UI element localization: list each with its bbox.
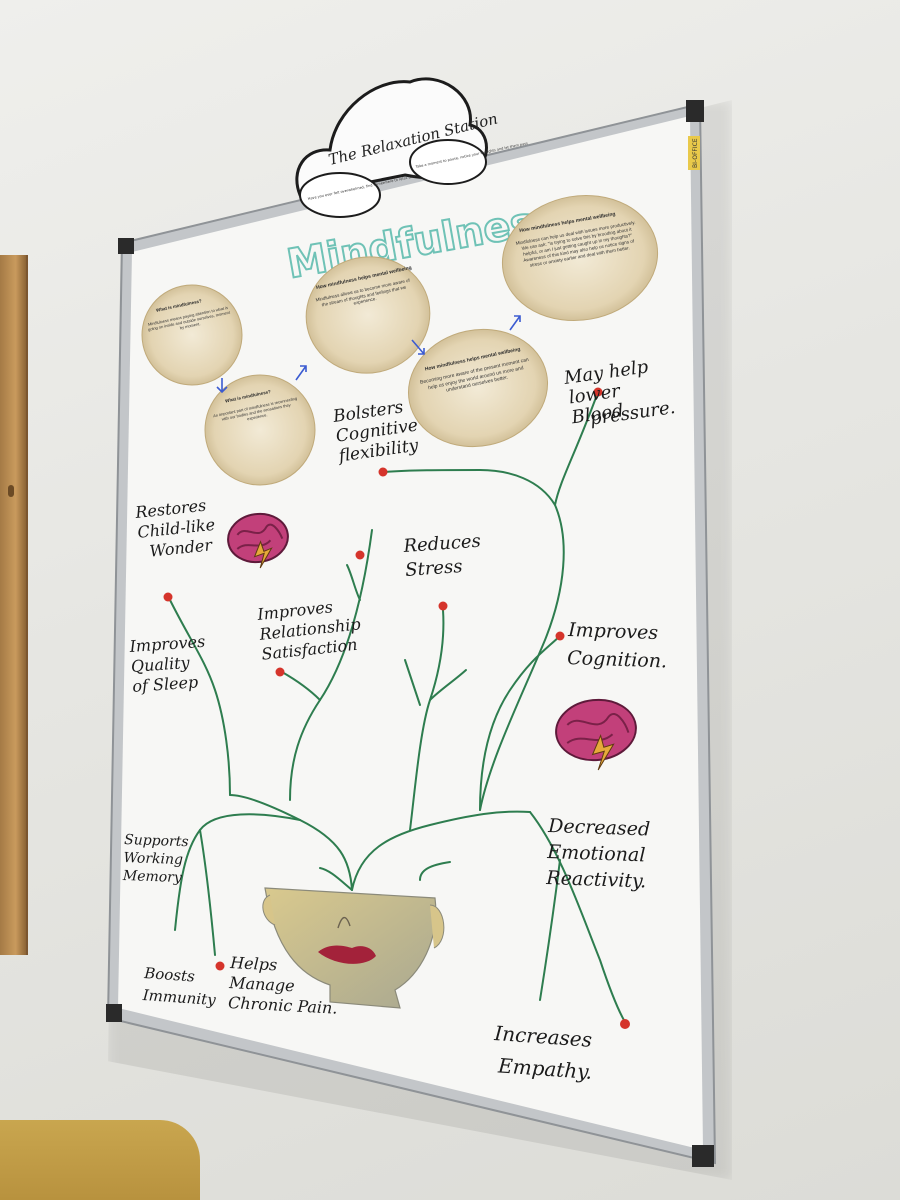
info-bubble-2: What is mindfulness? An important part o… — [204, 374, 316, 486]
svg-text:BolstersCognitiveflexibility: BolstersCognitiveflexibility — [330, 396, 422, 467]
label-working-memory: SupportsWorkingMemory — [122, 832, 189, 886]
label-chronic-pain: HelpsManageChronic Pain. — [227, 953, 340, 1018]
emotional-line-1: Decreased — [547, 815, 651, 841]
info-bubble-4: How mindfulness helps mental wellbeing B… — [407, 328, 549, 448]
label-blood-pressure: May helplowerBloodpressure. — [562, 353, 677, 432]
immunity-line-1: Boosts — [143, 964, 196, 986]
memory-line-2: Working — [123, 850, 183, 868]
brain-cutout-bottom — [555, 698, 637, 771]
svg-text:HelpsManageChronic Pain.: HelpsManageChronic Pain. — [227, 953, 340, 1018]
dot-stress-1 — [355, 550, 365, 560]
face-cutout — [262, 887, 445, 1009]
relaxation-station-cloud: The Relaxation Station Have you ever fel… — [295, 77, 528, 218]
immunity-line-2: Immunity — [141, 986, 217, 1009]
dot-empathy — [620, 1019, 630, 1029]
pain-line-2: Manage — [228, 973, 295, 995]
emotional-line-2: Emotional — [546, 841, 646, 866]
dot-blood-pressure — [593, 387, 603, 397]
svg-text:DecreasedEmotionalReactivity.: DecreasedEmotionalReactivity. — [545, 815, 650, 893]
branch-tree — [169, 391, 626, 1023]
cognition-line-1: Improves — [567, 619, 659, 644]
emotional-line-3: Reactivity. — [545, 867, 647, 893]
label-bolsters-cognitive-flexibility: BolstersCognitiveflexibility — [330, 396, 422, 467]
dot-child-wonder — [163, 592, 173, 602]
svg-text:ImprovesCognition.: ImprovesCognition. — [566, 619, 669, 672]
label-reduces-stress: ReducesStress — [402, 531, 483, 581]
cognition-line-2: Cognition. — [567, 647, 668, 672]
door-latch — [8, 485, 14, 497]
brand-sticker — [688, 136, 700, 170]
brain-cutout-top — [227, 512, 289, 569]
info-bubble-5: How mindfulness helps mental wellbeing M… — [501, 194, 659, 322]
frame-corner-br — [692, 1145, 714, 1167]
dot-cognition — [555, 631, 565, 641]
dot-pain — [215, 961, 225, 971]
pain-line-1: Helps — [229, 953, 278, 974]
flow-arrows — [216, 315, 521, 394]
memory-line-1: Supports — [124, 832, 189, 850]
sofa-corner — [0, 1120, 200, 1200]
sleep-line-2: Quality — [130, 653, 191, 676]
memory-line-3: Memory — [122, 868, 184, 886]
svg-text:May helplowerBloodpressure.: May helplowerBloodpressure. — [562, 353, 677, 432]
info-bubble-1: What is mindfulness? Mindfulness means p… — [141, 284, 243, 386]
label-boosts-immunity: BoostsImmunity — [141, 964, 218, 1009]
dot-stress-2 — [438, 601, 448, 611]
frame-corner-tr — [686, 100, 704, 122]
dot-bolsters — [378, 467, 388, 477]
frame-corner-bl — [106, 1004, 122, 1022]
sleep-line-3: of Sleep — [132, 672, 199, 696]
frame-corner-tl — [118, 238, 134, 254]
brand-sticker-text: BI-OFFICE — [692, 138, 699, 168]
branch-dots — [163, 387, 630, 1029]
label-improves-cognition: ImprovesCognition. — [566, 619, 669, 672]
label-emotional-reactivity: DecreasedEmotionalReactivity. — [545, 815, 650, 893]
svg-text:SupportsWorkingMemory: SupportsWorkingMemory — [122, 832, 189, 886]
wooden-door-frame — [0, 255, 28, 955]
svg-text:ReducesStress: ReducesStress — [402, 531, 483, 581]
info-bubble-3: How mindfulness helps mental wellbeing M… — [305, 256, 431, 374]
stress-line-2: Stress — [405, 556, 464, 581]
dot-relationship — [275, 667, 285, 677]
svg-text:BoostsImmunity: BoostsImmunity — [141, 964, 218, 1009]
